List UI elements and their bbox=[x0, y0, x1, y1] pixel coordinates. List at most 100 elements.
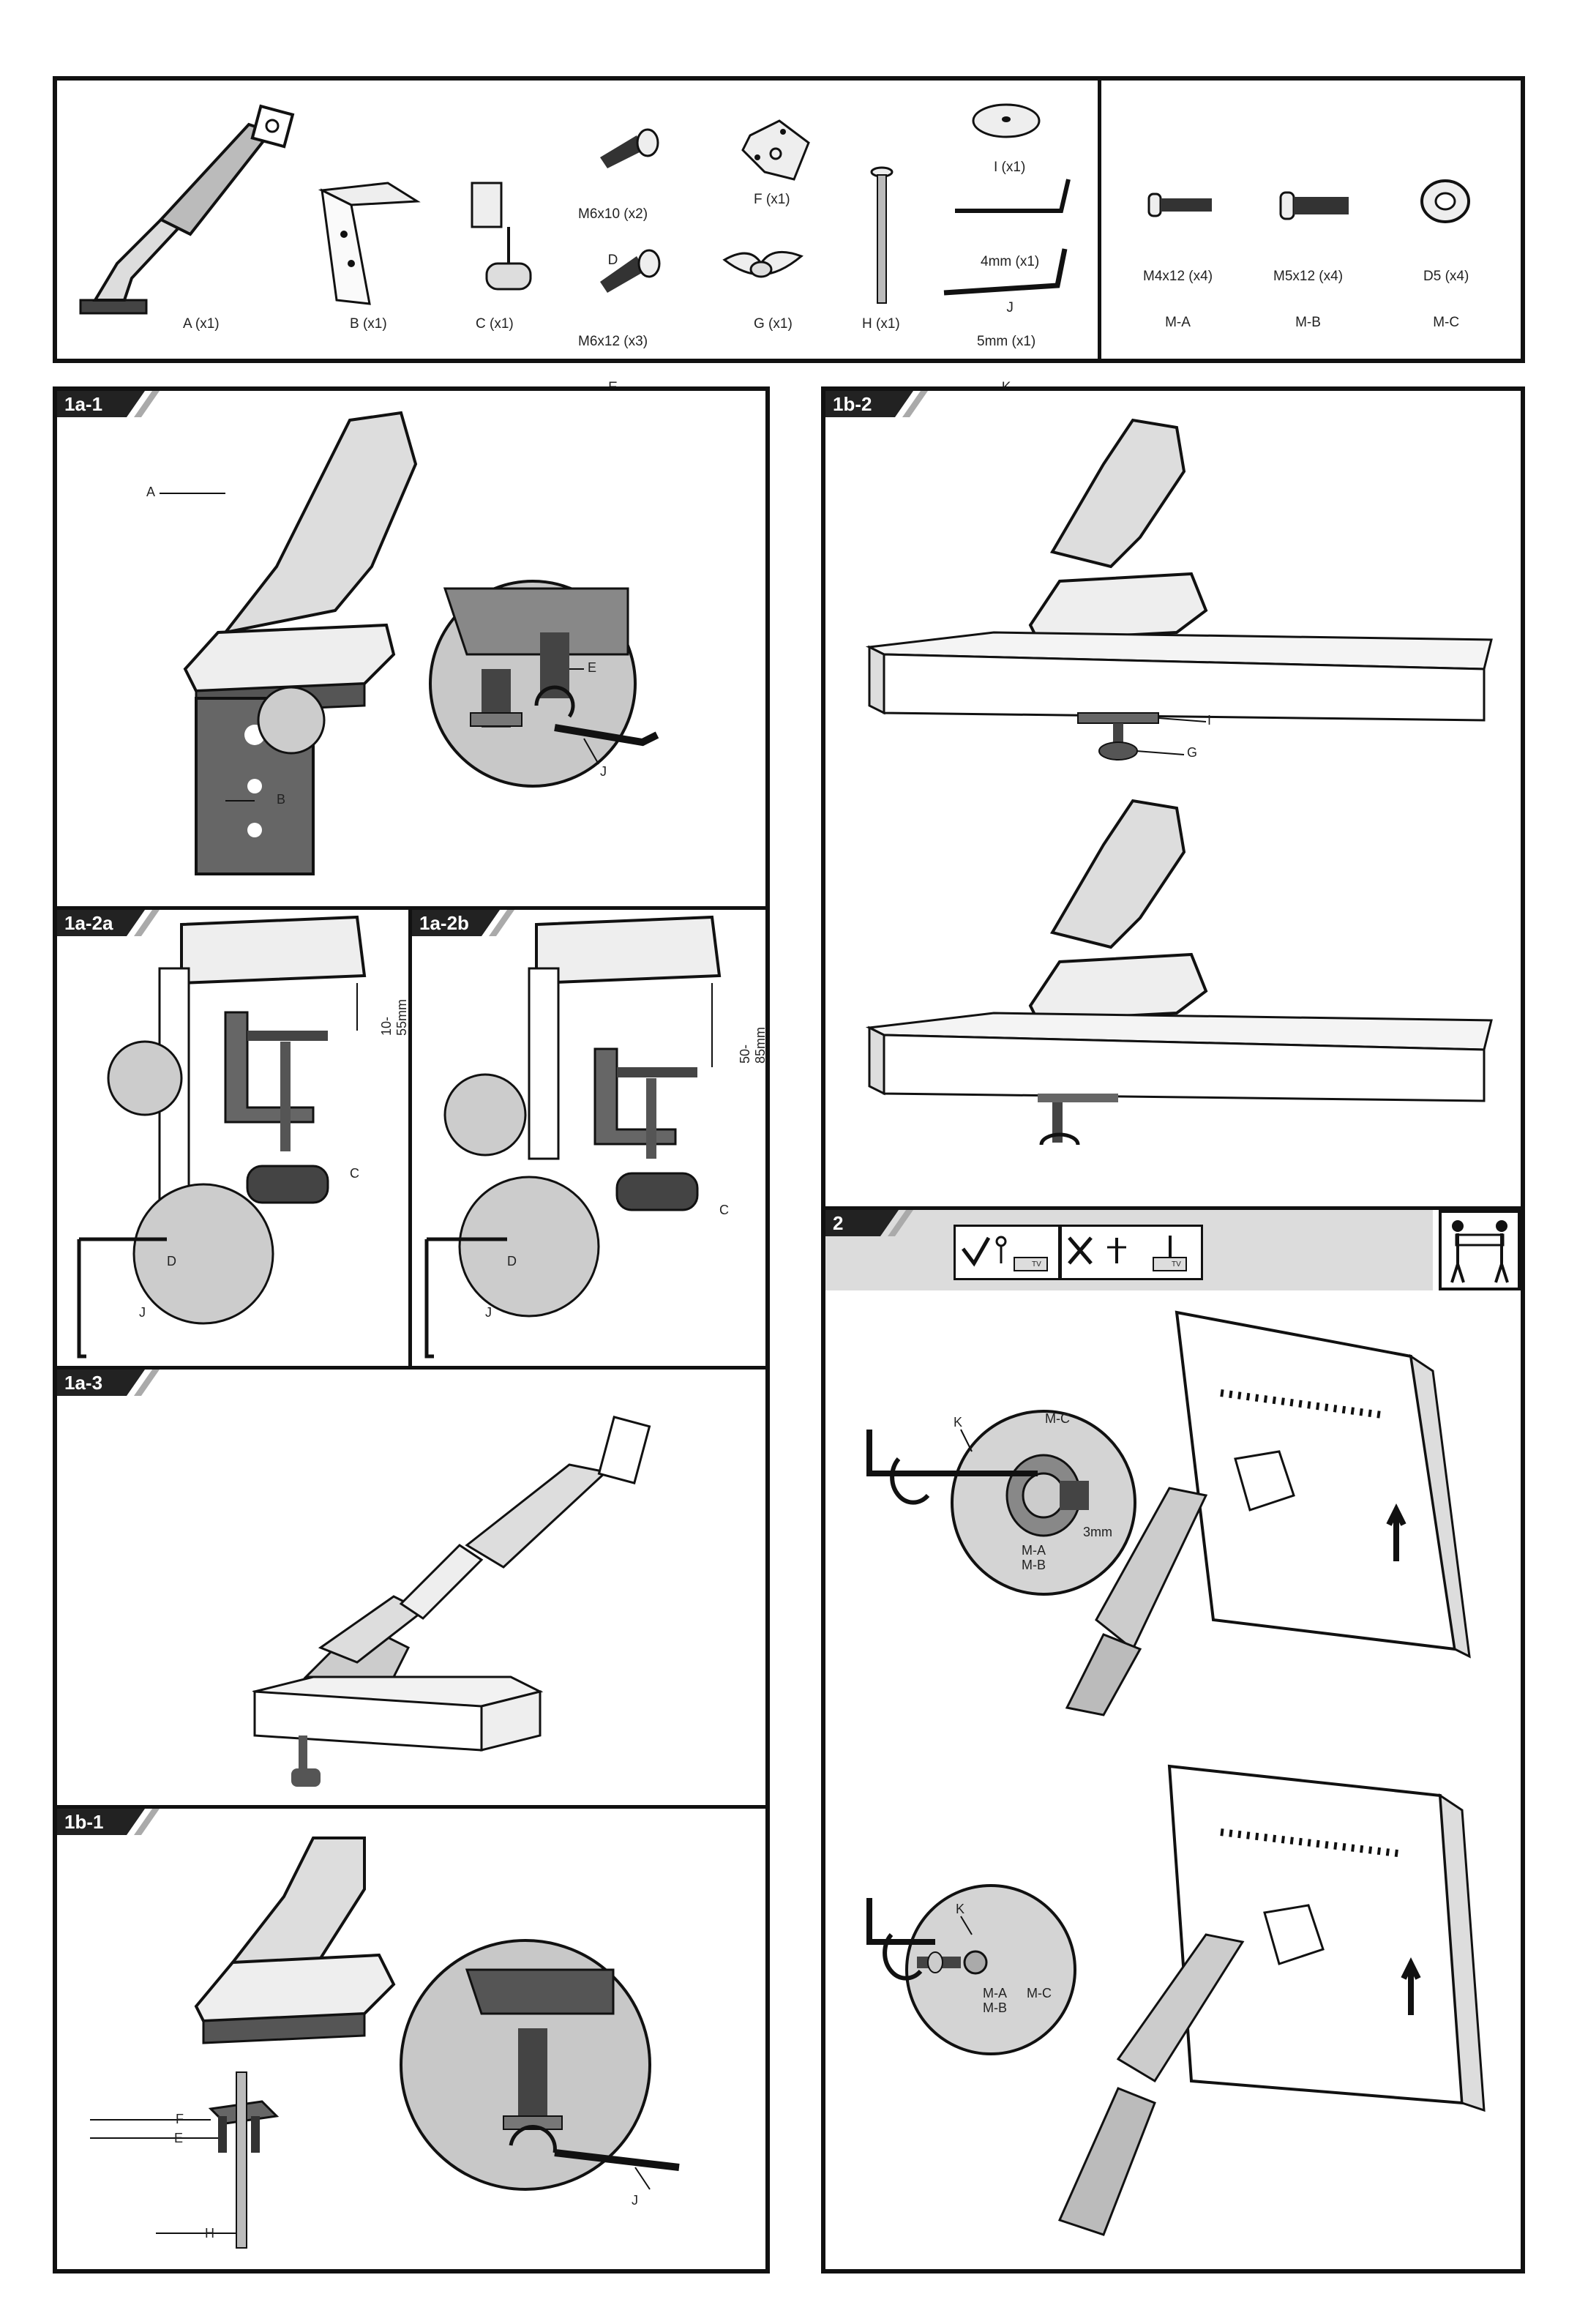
callout-b-1a1: B bbox=[277, 792, 286, 807]
step-1a-2b-panel: 1a-2b 50-85mm C D J bbox=[412, 910, 768, 1366]
part-i-washer-drawing bbox=[972, 103, 1041, 138]
step-2-panel: 2 TV TV bbox=[825, 1210, 1521, 2269]
part-g-label: G (x1) bbox=[754, 316, 793, 332]
step-1b-2-tag: 1b-2 bbox=[825, 391, 928, 417]
callout-mb-lower: M-B bbox=[983, 2000, 1007, 2015]
part-b-bracket-drawing bbox=[318, 182, 421, 305]
part-b-label: B (x1) bbox=[350, 316, 387, 332]
part-d-screw-drawing bbox=[600, 128, 659, 168]
part-j-label: 4mm (x1) J bbox=[981, 223, 1039, 331]
callout-d-1a2a: D bbox=[167, 1254, 176, 1269]
divider-1b2 bbox=[821, 1206, 1525, 1210]
step-1a-2a-panel: 1a-2a 10-55mm C D J bbox=[57, 910, 409, 1366]
step-1b-1-tag: 1b-1 bbox=[57, 1809, 160, 1835]
part-m-a-letter: M-A bbox=[1165, 315, 1191, 330]
part-e-screw-drawing bbox=[600, 249, 661, 293]
callout-h-1b1: H bbox=[205, 2226, 214, 2241]
callout-mb-upper: M-B bbox=[1022, 1558, 1046, 1572]
part-c-label: C (x1) bbox=[476, 316, 514, 332]
step-2-number: 2 bbox=[833, 1212, 844, 1234]
step-1a-3-panel: 1a-3 bbox=[57, 1370, 765, 1805]
part-m-c-label: D5 (x4) M-C bbox=[1423, 238, 1469, 345]
step-1a-2b-tag: 1a-2b bbox=[412, 910, 514, 936]
divider-1b1 bbox=[53, 1805, 770, 1809]
step-1b-2-number: 1b-2 bbox=[833, 393, 872, 415]
part-h-label: H (x1) bbox=[862, 316, 900, 332]
part-a-label: A (x1) bbox=[183, 316, 220, 332]
step-1a-3-number: 1a-3 bbox=[64, 1372, 103, 1394]
callout-mc-upper: M-C bbox=[1045, 1411, 1070, 1426]
part-d-letter: D bbox=[607, 253, 618, 268]
step-1b-2-drawing bbox=[865, 418, 1493, 1146]
part-d-size: M6x10 (x2) bbox=[578, 206, 648, 222]
step-1a-2b-number: 1a-2b bbox=[419, 912, 469, 934]
step-1a-3-tag: 1a-3 bbox=[57, 1370, 160, 1396]
step-1a-2a-tag: 1a-2a bbox=[57, 910, 160, 936]
part-j-hex-key-drawing bbox=[955, 179, 1071, 213]
step-2-drawing bbox=[866, 1310, 1486, 2236]
part-g-wingnut-drawing bbox=[722, 250, 804, 278]
part-j-size: 4mm (x1) bbox=[981, 254, 1040, 269]
part-k-hex-key-drawing bbox=[943, 248, 1068, 296]
part-m-a-label: M4x12 (x4) M-A bbox=[1143, 238, 1213, 345]
callout-c-1a2a: C bbox=[350, 1166, 359, 1181]
step-1a-2b-drawing bbox=[424, 915, 722, 1359]
callout-e-1b1: E bbox=[174, 2131, 184, 2145]
callout-j-1a2a: J bbox=[139, 1305, 146, 1320]
part-d-label: M6x10 (x2) D bbox=[578, 176, 648, 283]
callout-ma-lower: M-A bbox=[983, 1986, 1007, 2000]
part-i-label: I (x1) bbox=[994, 160, 1026, 175]
part-j-letter: J bbox=[1006, 300, 1014, 315]
callout-a-1a1: A bbox=[146, 485, 156, 499]
dimension-50-85mm: 50-85mm bbox=[738, 1026, 768, 1064]
part-a-monitor-arm-drawing bbox=[79, 104, 295, 315]
step-1a-1-number: 1a-1 bbox=[64, 393, 103, 415]
step-2-tag: 2 bbox=[825, 1210, 913, 1236]
callout-c-1a2b: C bbox=[719, 1203, 729, 1217]
step-1b-1-number: 1b-1 bbox=[64, 1811, 104, 1833]
dimension-10-55mm: 10-55mm bbox=[379, 998, 409, 1036]
part-m-b-size: M5x12 (x4) bbox=[1273, 269, 1344, 284]
cross-icon-tv-label: TV bbox=[1172, 1260, 1181, 1269]
callout-i-1b2: I bbox=[1207, 713, 1212, 728]
callout-e-1a1: E bbox=[588, 660, 597, 675]
callout-d-1a2b: D bbox=[507, 1254, 517, 1269]
step-1b-2-panel: 1b-2 I G bbox=[825, 391, 1521, 1206]
callout-j-1a2b: J bbox=[485, 1305, 492, 1320]
part-m-c-washer-drawing bbox=[1420, 179, 1470, 223]
callout-k-lower: K bbox=[956, 1902, 965, 1916]
part-f-plate-drawing bbox=[741, 119, 810, 181]
step-1a-1-drawing bbox=[160, 411, 659, 875]
callout-3mm: 3mm bbox=[1083, 1525, 1112, 1539]
step-1a-3-drawing bbox=[252, 1416, 651, 1787]
two-person-lift-icon bbox=[1439, 1210, 1521, 1290]
divider-1a3 bbox=[53, 1366, 770, 1370]
callout-f-1b1: F bbox=[176, 2112, 184, 2126]
part-m-b-label: M5x12 (x4) M-B bbox=[1273, 238, 1343, 345]
callout-mc-lower: M-C bbox=[1027, 1986, 1052, 2000]
parts-list-frame bbox=[53, 76, 1525, 363]
part-m-c-size: D5 (x4) bbox=[1423, 269, 1469, 284]
part-h-bolt-drawing bbox=[870, 166, 894, 304]
divider-1a2 bbox=[408, 906, 412, 1366]
callout-k-upper: K bbox=[954, 1415, 963, 1430]
check-icon bbox=[962, 1236, 1048, 1271]
part-e-size: M6x12 (x3) bbox=[578, 334, 648, 349]
callout-j-1b1: J bbox=[632, 2193, 638, 2208]
part-m-b-letter: M-B bbox=[1295, 315, 1321, 330]
step-1a-2a-drawing bbox=[77, 915, 367, 1359]
part-m-a-size: M4x12 (x4) bbox=[1143, 269, 1213, 284]
step-1a-2a-number: 1a-2a bbox=[64, 912, 113, 934]
callout-g-1b2: G bbox=[1187, 745, 1198, 760]
part-f-label: F (x1) bbox=[754, 192, 790, 207]
part-c-clamp-drawing bbox=[471, 182, 532, 291]
step-1b-1-panel: 1b-1 F E H J bbox=[57, 1809, 765, 2269]
cross-icon bbox=[1068, 1236, 1187, 1271]
callout-j-1a1: J bbox=[600, 764, 607, 779]
part-m-c-letter: M-C bbox=[1433, 315, 1460, 330]
correct-method-icon: TV bbox=[954, 1225, 1060, 1280]
part-m-a-screw-drawing bbox=[1147, 193, 1212, 217]
parts-list-divider bbox=[1098, 76, 1101, 363]
step-1a-1-tag: 1a-1 bbox=[57, 391, 160, 417]
step-1a-1-panel: 1a-1 A B E J bbox=[57, 391, 765, 906]
